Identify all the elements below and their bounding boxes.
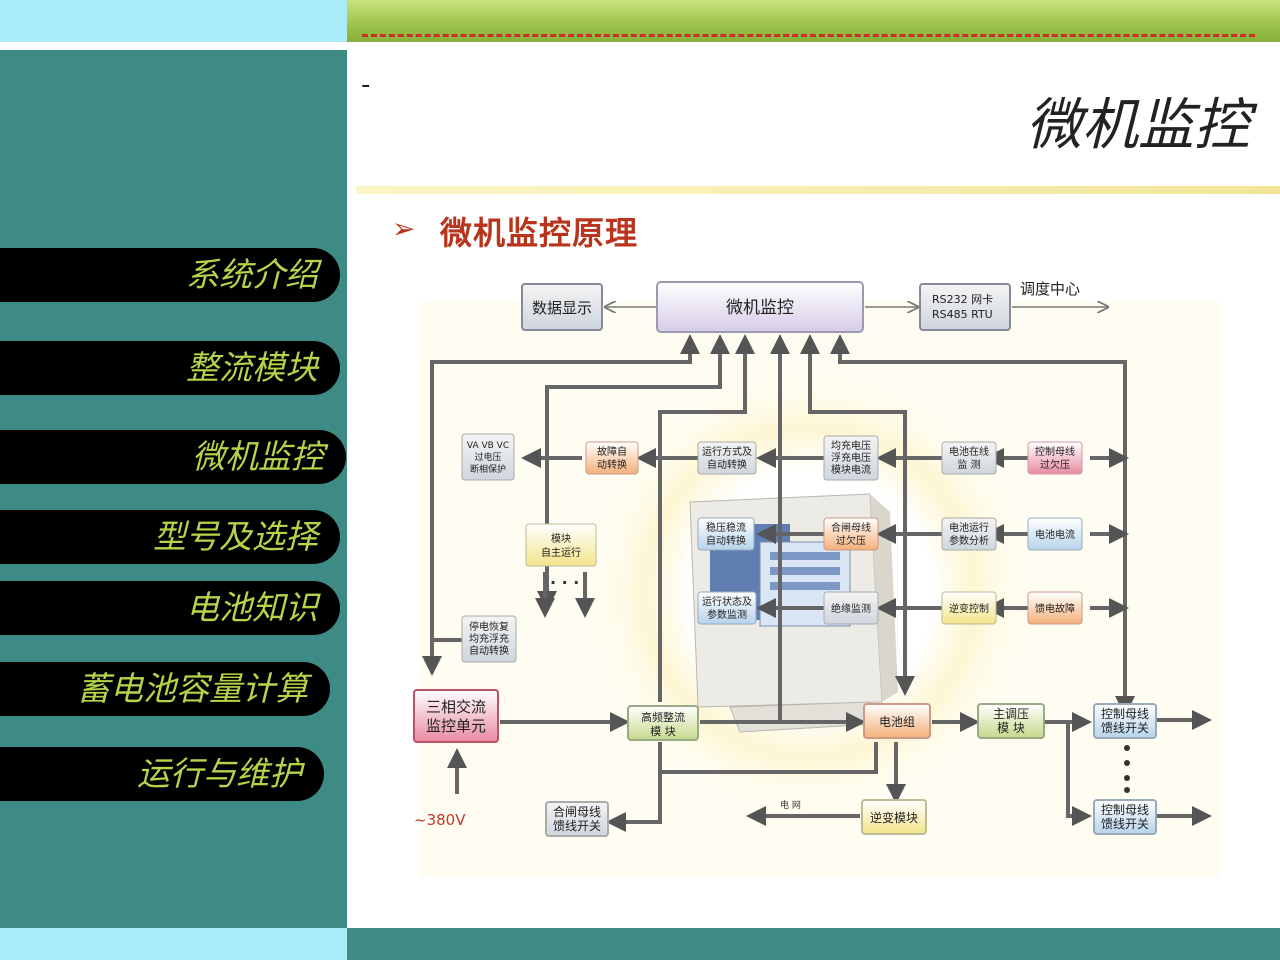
svg-text:绝缘监测: 绝缘监测 bbox=[831, 602, 871, 615]
svg-text:电池组: 电池组 bbox=[879, 715, 915, 729]
nav-item-rectifier-module[interactable]: 整流模块 bbox=[0, 341, 340, 395]
box-fault-auto-switch: 故障自 动转换 bbox=[585, 441, 639, 475]
dispatch-center-label: 调度中心 bbox=[1020, 280, 1080, 298]
box-data-display: 数据显示 bbox=[521, 283, 603, 331]
svg-text:模 块: 模 块 bbox=[997, 721, 1025, 735]
box-stabilize: 稳压稳流 自动转换 bbox=[697, 517, 755, 551]
svg-text:控制母线: 控制母线 bbox=[1101, 803, 1149, 817]
box-main-voltage-regulator: 主调压 模 块 bbox=[977, 703, 1045, 739]
box-battery-current: 电池电流 bbox=[1027, 517, 1083, 551]
box-closing-bus-feeder: 合闸母线 馈线开关 bbox=[545, 801, 609, 837]
feeder-ellipsis-dots bbox=[1124, 745, 1130, 793]
box-feeder-switch-bottom: 控制母线 馈线开关 bbox=[1093, 799, 1157, 835]
nav-item-operation-maintenance[interactable]: 运行与维护 bbox=[0, 747, 324, 801]
svg-text:浮充电压: 浮充电压 bbox=[831, 451, 871, 464]
title-underline bbox=[356, 186, 1280, 194]
svg-text:稳压稳流: 稳压稳流 bbox=[706, 521, 746, 534]
svg-text:馈线开关: 馈线开关 bbox=[1101, 817, 1149, 831]
box-feeder-fault: 馈电故障 bbox=[1027, 591, 1083, 625]
slide-title: 微机监控 bbox=[1026, 93, 1250, 158]
box-power-restore: 停电恢复 均充浮充 自动转换 bbox=[461, 615, 517, 663]
box-rs-interface: RS232 网卡 RS485 RTU bbox=[919, 283, 1011, 331]
svg-text:动转换: 动转换 bbox=[597, 458, 627, 471]
box-run-state: 运行状态及 参数监测 bbox=[697, 591, 757, 625]
rs-line2: RS485 RTU bbox=[932, 308, 993, 321]
svg-text:自动转换: 自动转换 bbox=[706, 534, 746, 547]
svg-text:馈线开关: 馈线开关 bbox=[553, 819, 601, 833]
dash-mark: - bbox=[361, 70, 371, 100]
module-ellipsis: · · · bbox=[550, 573, 579, 592]
nav-item-battery-knowledge[interactable]: 电池知识 bbox=[0, 581, 340, 635]
svg-text:合闸母线: 合闸母线 bbox=[831, 521, 871, 534]
svg-text:监控单元: 监控单元 bbox=[426, 717, 486, 735]
bottom-left-strip bbox=[0, 928, 347, 960]
svg-text:模块: 模块 bbox=[551, 533, 571, 545]
svg-text:过电压: 过电压 bbox=[474, 451, 501, 463]
nav-item-model-selection[interactable]: 型号及选择 bbox=[0, 510, 340, 564]
nav-item-battery-capacity[interactable]: 蓄电池容量计算 bbox=[0, 662, 330, 716]
svg-text:均充浮充: 均充浮充 bbox=[469, 632, 509, 645]
box-ctrl-bus-voltage: 控制母线 过欠压 bbox=[1027, 441, 1083, 475]
svg-text:主调压: 主调压 bbox=[993, 707, 1029, 721]
svg-text:模块电流: 模块电流 bbox=[831, 463, 871, 476]
data-display-label: 数据显示 bbox=[532, 299, 592, 317]
svg-text:VA VB VC: VA VB VC bbox=[467, 441, 509, 451]
top-left-strip bbox=[0, 0, 347, 42]
svg-text:自动转换: 自动转换 bbox=[469, 644, 509, 657]
svg-text:运行状态及: 运行状态及 bbox=[702, 595, 752, 608]
svg-text:过欠压: 过欠压 bbox=[836, 534, 866, 547]
svg-text:参数分析: 参数分析 bbox=[949, 534, 989, 547]
svg-text:合闸母线: 合闸母线 bbox=[553, 804, 601, 819]
box-module-auto-run: 模块 自主运行 bbox=[525, 523, 597, 567]
header-dashed-line bbox=[362, 34, 1255, 37]
svg-text:故障自: 故障自 bbox=[597, 445, 627, 458]
svg-text:运行方式及: 运行方式及 bbox=[702, 445, 752, 458]
monitoring-principle-diagram: · · · 微机监控 数据显示 RS232 网卡 RS485 RTU 调度中心 … bbox=[413, 280, 1220, 877]
svg-text:停电恢复: 停电恢复 bbox=[469, 620, 509, 633]
box-equalize-float: 均充电压 浮充电压 模块电流 bbox=[823, 435, 879, 481]
svg-text:均充电压: 均充电压 bbox=[831, 439, 871, 452]
svg-text:控制母线: 控制母线 bbox=[1101, 707, 1149, 721]
svg-text:自主运行: 自主运行 bbox=[541, 546, 581, 559]
svg-text:馈电故障: 馈电故障 bbox=[1035, 602, 1075, 615]
bullet-arrow-icon: ➢ bbox=[392, 212, 416, 245]
svg-text:控制母线: 控制母线 bbox=[1035, 445, 1075, 458]
svg-text:馈线开关: 馈线开关 bbox=[1101, 721, 1149, 735]
svg-text:三相交流: 三相交流 bbox=[426, 698, 486, 716]
box-vavbvc: VA VB VC 过电压 断相保护 bbox=[461, 433, 515, 481]
nav-item-microcomputer-monitor[interactable]: 微机监控 bbox=[0, 430, 346, 484]
svg-text:电池在线: 电池在线 bbox=[949, 445, 989, 458]
svg-text:电池电流: 电池电流 bbox=[1035, 528, 1075, 541]
box-battery-online: 电池在线 监 测 bbox=[941, 441, 997, 475]
box-closing-bus-voltage: 合闸母线 过欠压 bbox=[823, 517, 879, 551]
box-battery-analysis: 电池运行 参数分析 bbox=[941, 517, 997, 551]
box-inverter-module: 逆变模块 bbox=[861, 799, 927, 835]
monitor-label: 微机监控 bbox=[726, 298, 794, 318]
svg-text:逆变模块: 逆变模块 bbox=[870, 810, 918, 825]
box-ac-monitor-unit: 三相交流 监控单元 bbox=[413, 689, 499, 743]
nav-item-system-intro[interactable]: 系统介绍 bbox=[0, 248, 340, 302]
connector-lines bbox=[422, 307, 1212, 832]
box-battery-group: 电池组 bbox=[863, 703, 931, 739]
box-inverter-control: 逆变控制 bbox=[941, 591, 997, 625]
svg-text:逆变控制: 逆变控制 bbox=[949, 602, 989, 615]
svg-text:电池运行: 电池运行 bbox=[949, 521, 989, 534]
input-voltage-label: ~380V bbox=[414, 811, 466, 829]
grid-label: 电 网 bbox=[780, 799, 801, 811]
box-feeder-switch-top: 控制母线 馈线开关 bbox=[1093, 703, 1157, 739]
svg-text:模 块: 模 块 bbox=[650, 725, 676, 738]
svg-text:高频整流: 高频整流 bbox=[641, 710, 685, 724]
svg-text:参数监测: 参数监测 bbox=[707, 608, 747, 621]
svg-text:自动转换: 自动转换 bbox=[707, 458, 747, 471]
svg-text:过欠压: 过欠压 bbox=[1040, 458, 1070, 471]
box-microcomputer-monitor: 微机监控 bbox=[656, 281, 864, 333]
rs-line1: RS232 网卡 bbox=[932, 293, 993, 306]
svg-text:断相保护: 断相保护 bbox=[470, 463, 506, 475]
box-high-freq-rectifier: 高频整流 模 块 bbox=[627, 705, 699, 741]
slide-subtitle: 微机监控原理 bbox=[440, 214, 639, 252]
box-insulation: 绝缘监测 bbox=[823, 591, 879, 625]
bottom-bar bbox=[347, 928, 1280, 960]
box-run-mode: 运行方式及 自动转换 bbox=[697, 441, 757, 475]
svg-text:监 测: 监 测 bbox=[957, 458, 980, 471]
